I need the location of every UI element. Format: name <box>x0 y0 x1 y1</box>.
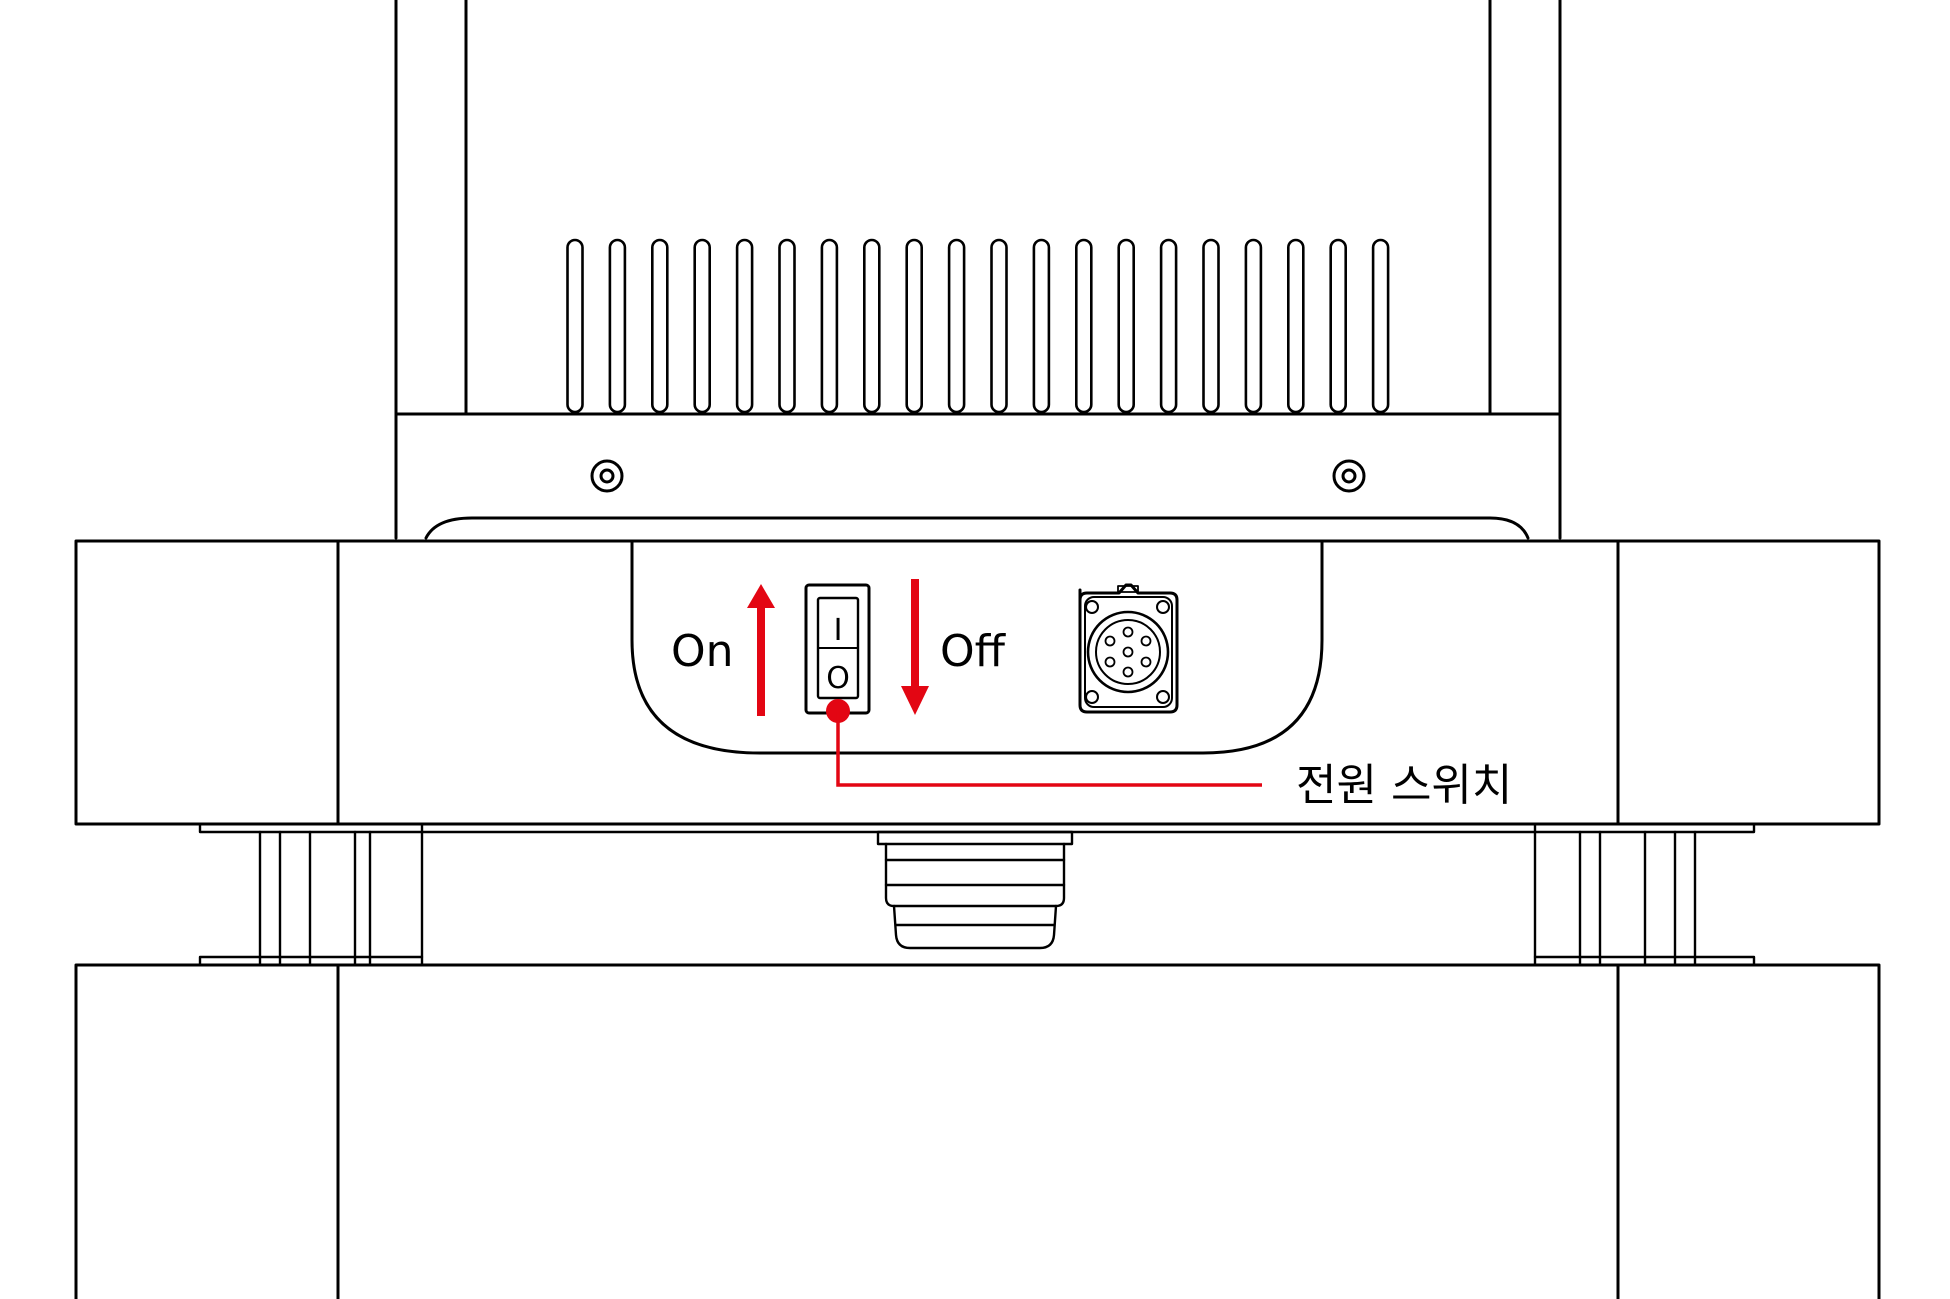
switch-on-symbol: I <box>834 613 843 648</box>
vent-slot <box>650 238 669 414</box>
vent-slot <box>1329 238 1347 414</box>
arrow-down-icon <box>901 579 929 715</box>
vent-slot <box>1202 238 1220 414</box>
switch-off-symbol: O <box>826 661 850 696</box>
bottom-round-connector <box>876 830 1074 950</box>
vent-slot <box>566 238 584 414</box>
vent-slot <box>990 238 1008 414</box>
bottom-block <box>74 963 1881 1299</box>
on-label: On <box>671 626 734 677</box>
vent-slot <box>1159 238 1178 414</box>
vent-slot <box>1075 238 1093 414</box>
vent-slot <box>735 238 754 414</box>
off-label: Off <box>940 626 1007 677</box>
vent-slot <box>1287 238 1305 414</box>
vent-slot <box>862 238 881 414</box>
arrow-up-icon <box>747 584 775 716</box>
ventilation-grille <box>566 238 1390 414</box>
screw-right-icon <box>1332 459 1366 493</box>
vent-slot <box>1371 238 1390 414</box>
base-block <box>74 539 1881 826</box>
vent-slot <box>905 238 924 414</box>
circular-connector-icon <box>1078 583 1179 714</box>
vent-slot <box>1117 238 1135 414</box>
control-panel-recess <box>630 539 1324 755</box>
screw-left-icon <box>590 459 624 493</box>
callout-label: 전원 스위치 <box>1296 760 1512 811</box>
callout-leader <box>826 699 1262 787</box>
vent-slot <box>1244 238 1263 414</box>
vent-slot <box>693 238 712 414</box>
vent-slot <box>947 238 966 414</box>
vent-slot <box>820 238 839 414</box>
vent-slot <box>608 238 627 414</box>
upper-housing <box>394 0 1562 540</box>
housing-lower-panel <box>424 459 1530 540</box>
vent-slot <box>778 238 796 414</box>
vent-slot <box>1032 238 1051 414</box>
